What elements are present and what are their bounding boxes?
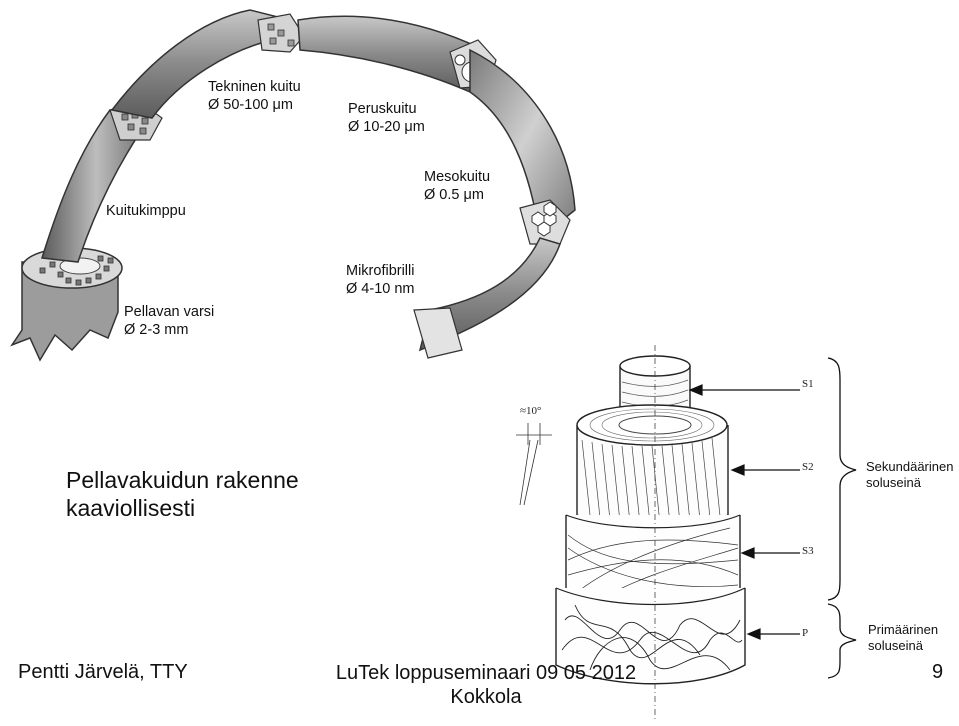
layer-s2-shape (576, 404, 729, 529)
primary-wall-line1: Primäärinen (868, 622, 939, 637)
label-mesofiber: Mesokuitu Ø 0.5 μm (424, 168, 490, 204)
angle-label: ≈10° (520, 405, 542, 417)
label-microfibril-size: Ø 4-10 nm (346, 281, 415, 297)
label-flax-stem-name: Pellavan varsi (124, 304, 215, 320)
secondary-wall-line2: soluseinä (866, 475, 921, 490)
flax-stem-shape (10, 247, 123, 362)
slide-title: Pellavakuidun rakenne kaaviollisesti (66, 466, 299, 522)
microfibril-shape (413, 237, 561, 359)
layer-braces (827, 357, 857, 679)
label-technical-fiber-name: Tekninen kuitu (208, 79, 301, 95)
mesofiber-shape (469, 48, 576, 245)
label-elementary-fiber-name: Peruskuitu (348, 101, 417, 117)
slide-title-line1: Pellavakuidun rakenne (66, 467, 299, 493)
page-number: 9 (932, 661, 944, 683)
slide-title-line2: kaaviollisesti (66, 495, 196, 521)
label-mesofiber-size: Ø 0.5 μm (424, 187, 484, 203)
label-elementary-fiber-size: Ø 10-20 μm (348, 119, 425, 135)
label-elementary-fiber: Peruskuitu Ø 10-20 μm (348, 100, 425, 136)
technical-fiber-shape (110, 9, 305, 119)
secondary-wall-line1: Sekundäärinen (866, 459, 954, 474)
layer-label-s2: S2 (802, 461, 814, 473)
footer-event: LuTek loppuseminaari 09 05 2012 Kokkola (330, 661, 642, 709)
label-flax-stem-size: Ø 2-3 mm (124, 322, 189, 338)
angle-indicator (516, 423, 552, 506)
layer-label-p: P (802, 627, 809, 639)
layer-label-s3: S3 (802, 545, 814, 557)
label-microfibril: Mikrofibrilli Ø 4-10 nm (346, 262, 415, 298)
label-microfibril-name: Mikrofibrilli (346, 263, 415, 279)
label-mesofiber-name: Mesokuitu (424, 169, 491, 185)
label-fiber-bundle-name: Kuitukimppu (106, 203, 186, 219)
primary-wall-label: Primäärinen soluseinä (868, 622, 938, 654)
secondary-wall-label: Sekundäärinen soluseinä (866, 459, 953, 491)
layer-label-s1: S1 (802, 378, 814, 390)
layer-arrows (688, 384, 800, 640)
label-technical-fiber-size: Ø 50-100 μm (208, 97, 293, 113)
footer-event-line1: LuTek loppuseminaari 09 05 2012 (335, 662, 637, 684)
label-fiber-bundle: Kuitukimppu (106, 202, 186, 220)
label-technical-fiber: Tekninen kuitu Ø 50-100 μm (208, 78, 301, 114)
footer-event-line2: Kokkola (450, 686, 522, 708)
layer-p-shape (555, 587, 746, 685)
primary-wall-line2: soluseinä (868, 638, 923, 653)
footer-author: Pentti Järvelä, TTY (18, 661, 188, 683)
label-flax-stem: Pellavan varsi Ø 2-3 mm (124, 303, 214, 339)
